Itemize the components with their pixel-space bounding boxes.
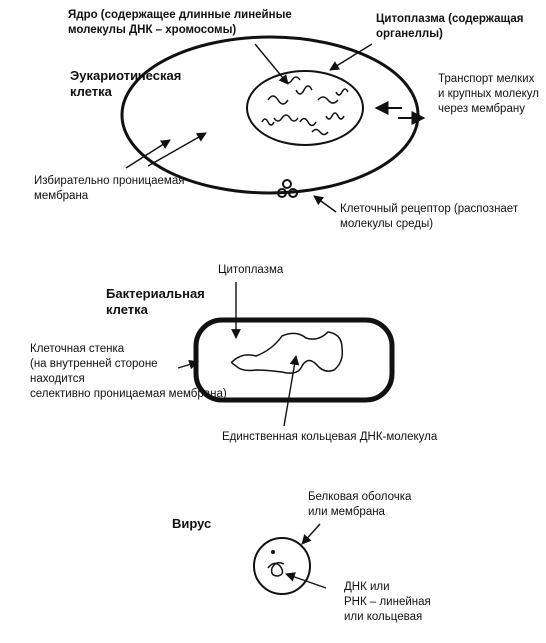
label-receptor: Клеточный рецептор (распознает молекулы … — [340, 202, 518, 232]
label-transport-line1: Транспорт мелких — [438, 73, 535, 85]
label-membrane-line2: мембрана — [34, 190, 89, 202]
arrow-virus-genome — [285, 572, 327, 589]
label-bact-wall-line4: селективно проницаемая мембрана) — [30, 388, 227, 400]
cell-receptor — [277, 179, 298, 198]
chromosomes — [261, 76, 349, 136]
label-membrane-line1: Избирательно проницаемая — [34, 175, 185, 187]
arrow-receptor — [313, 195, 337, 213]
bacterium-title-line2: клетка — [106, 302, 148, 317]
arrow-nucleus — [254, 43, 289, 85]
label-virus-genome-line1: ДНК или — [344, 581, 390, 593]
label-bact-wall-line3: находится — [30, 373, 85, 385]
virus-genome — [267, 561, 285, 577]
virus-capsid — [253, 537, 311, 595]
label-virus-coat: Белковая оболочка или мембрана — [308, 490, 411, 520]
label-bact-dna: Единственная кольцевая ДНК-молекула — [222, 431, 438, 443]
eukaryote-title: Эукариотическая клетка — [70, 68, 181, 100]
eukaryotic-nucleus — [246, 70, 364, 146]
eukaryote-title-line2: клетка — [70, 84, 112, 99]
label-cytoplasm-line1: Цитоплазма (содержащая — [376, 13, 524, 25]
bacterium-title-line1: Бактериальная — [106, 286, 205, 301]
bacterium-title: Бактериальная клетка — [106, 286, 205, 318]
eukaryote-title-line1: Эукариотическая — [70, 68, 182, 83]
label-virus-genome: ДНК или РНК – линейная или кольцевая — [344, 580, 431, 625]
label-receptor-line2: молекулы среды) — [340, 218, 434, 230]
arrow-virus-coat — [301, 523, 321, 545]
label-membrane: Избирательно проницаемая мембрана — [34, 174, 184, 204]
arrow-bact-dna — [283, 355, 300, 427]
label-nucleus-line2: молекулы ДНК – хромосомы) — [68, 24, 237, 36]
arrow-membrane-1 — [147, 132, 207, 167]
label-bact-wall: Клеточная стенка (на внутренней стороне … — [30, 342, 227, 402]
label-bact-wall-line1: Клеточная стенка — [30, 343, 125, 355]
label-virus-genome-line2: РНК – линейная — [344, 596, 431, 608]
arrow-bact-wall — [177, 359, 199, 370]
label-nucleus: Ядро (содержащее длинные линейные молеку… — [68, 8, 292, 38]
arrow-cytoplasm — [329, 43, 373, 71]
label-bact-wall-line2: (на внутренней стороне — [30, 358, 158, 370]
label-virus-genome-line3: или кольцевая — [344, 611, 423, 623]
label-bact-cytoplasm: Цитоплазма — [218, 264, 284, 276]
label-nucleus-line1: Ядро (содержащее длинные линейные — [68, 9, 292, 21]
virus-dot — [271, 550, 275, 554]
label-transport-line3: через мембрану — [438, 103, 525, 115]
label-cytoplasm: Цитоплазма (содержащая органеллы) — [376, 12, 523, 42]
eukaryotic-cell-membrane — [120, 35, 420, 195]
circular-dna — [230, 331, 344, 374]
label-transport: Транспорт мелких и крупных молекул через… — [438, 72, 539, 117]
label-cytoplasm-line2: органеллы) — [376, 28, 443, 40]
label-receptor-line1: Клеточный рецептор (распознает — [340, 203, 519, 215]
label-virus-coat-line1: Белковая оболочка — [308, 491, 412, 503]
virus-title: Вирус — [172, 516, 212, 531]
label-virus-coat-line2: или мембрана — [308, 506, 385, 518]
arrow-membrane-2 — [125, 139, 171, 169]
label-transport-line2: и крупных молекул — [438, 88, 539, 100]
transport-arrows — [374, 101, 426, 125]
